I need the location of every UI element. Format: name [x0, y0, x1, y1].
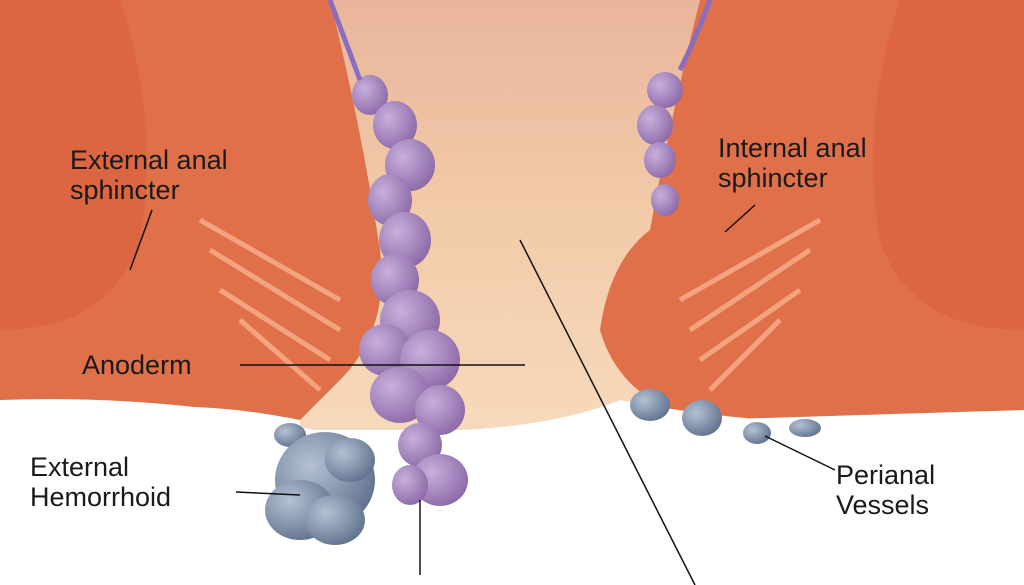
leader-lines: [129, 204, 836, 585]
label-external-hemorrhoid: External Hemorrhoid: [30, 452, 171, 512]
label-line: Internal anal: [718, 133, 867, 163]
label-line: Perianal: [836, 460, 936, 490]
label-line: Hemorrhoid: [30, 482, 172, 512]
label-line: sphincter: [70, 175, 180, 205]
label-external-anal-sphincter: External anal sphincter: [70, 145, 228, 205]
label-line: Vessels: [836, 490, 930, 520]
label-line: External anal: [70, 145, 228, 175]
perianal-vessels-shape: [630, 389, 821, 444]
label-line: sphincter: [718, 163, 828, 193]
label-anoderm: Anoderm: [82, 350, 192, 380]
label-line: External: [30, 452, 130, 482]
external-hemorrhoid-shape: [265, 423, 375, 545]
internal-hemorrhoid: [352, 72, 683, 506]
label-internal-anal-sphincter: Internal anal sphincter: [718, 133, 867, 193]
label-perianal-vessels: Perianal Vessels: [836, 460, 935, 520]
